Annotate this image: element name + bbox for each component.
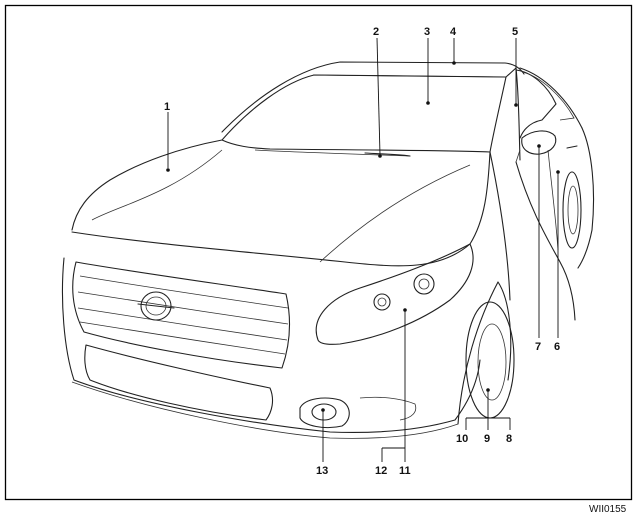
callout-dots bbox=[166, 61, 560, 412]
callout-leaders bbox=[167, 37, 559, 462]
a-pillar bbox=[505, 67, 521, 161]
callout-9: 9 bbox=[484, 433, 490, 445]
headlight-housing bbox=[315, 243, 474, 345]
headlight-lamp-outer-core bbox=[418, 278, 430, 290]
front-fender bbox=[489, 151, 511, 301]
side-mirror-stalk bbox=[515, 149, 521, 163]
callout-6: 6 bbox=[554, 341, 560, 353]
fog-light-housing bbox=[299, 397, 350, 429]
hood-outline bbox=[71, 139, 223, 231]
door-seam bbox=[547, 149, 559, 251]
front-bumper bbox=[61, 257, 481, 434]
windshield bbox=[221, 74, 507, 153]
figure-frame bbox=[4, 4, 633, 501]
lower-grille bbox=[84, 344, 274, 421]
headlight-lamp-inner bbox=[373, 293, 391, 311]
rear-tire bbox=[562, 171, 582, 249]
side-mirror bbox=[521, 130, 557, 155]
fog-light-trim bbox=[359, 396, 417, 421]
callout-1: 1 bbox=[164, 101, 170, 113]
roof-line bbox=[221, 61, 525, 133]
fog-light-lens bbox=[311, 403, 337, 421]
front-tire bbox=[465, 301, 515, 419]
rear-wheel-rim bbox=[567, 185, 579, 235]
callout-4: 4 bbox=[450, 26, 457, 38]
callout-5: 5 bbox=[512, 26, 518, 38]
car-illustration bbox=[61, 61, 595, 439]
body-side-line bbox=[515, 161, 576, 321]
wiper-area bbox=[254, 149, 411, 157]
figure-code: WII0155 bbox=[589, 504, 627, 515]
callout-3: 3 bbox=[424, 26, 430, 38]
hood-right-crease bbox=[319, 164, 471, 263]
callout-10: 10 bbox=[456, 433, 468, 445]
hood-front-edge bbox=[71, 151, 491, 267]
door-handle bbox=[566, 145, 578, 149]
headlight-lamp-outer bbox=[413, 273, 435, 295]
brand-emblem-inner bbox=[145, 296, 167, 316]
rear-quarter bbox=[577, 127, 595, 269]
side-window-front bbox=[515, 69, 557, 139]
callout-7: 7 bbox=[535, 341, 541, 353]
callout-2: 2 bbox=[373, 26, 379, 38]
callout-13: 13 bbox=[316, 465, 328, 477]
headlight-lamp-inner-core bbox=[377, 297, 387, 307]
bumper-lower-edge bbox=[71, 381, 459, 439]
wiper-blade bbox=[364, 152, 411, 157]
callout-11: 11 bbox=[399, 465, 411, 477]
front-wheel-arch bbox=[457, 281, 512, 425]
brand-emblem-bar bbox=[137, 303, 175, 309]
grille-outline bbox=[72, 261, 290, 369]
grille-bars bbox=[77, 275, 289, 355]
front-wheel-rim bbox=[477, 323, 507, 401]
callout-labels: 1 2 3 4 5 6 7 8 9 10 11 12 13 bbox=[164, 26, 560, 477]
hood-crease bbox=[91, 149, 223, 221]
brand-emblem bbox=[140, 291, 172, 321]
callout-12: 12 bbox=[375, 465, 387, 477]
side-window-rear bbox=[521, 71, 575, 121]
callout-8: 8 bbox=[506, 433, 512, 445]
rear-roof bbox=[519, 67, 583, 129]
